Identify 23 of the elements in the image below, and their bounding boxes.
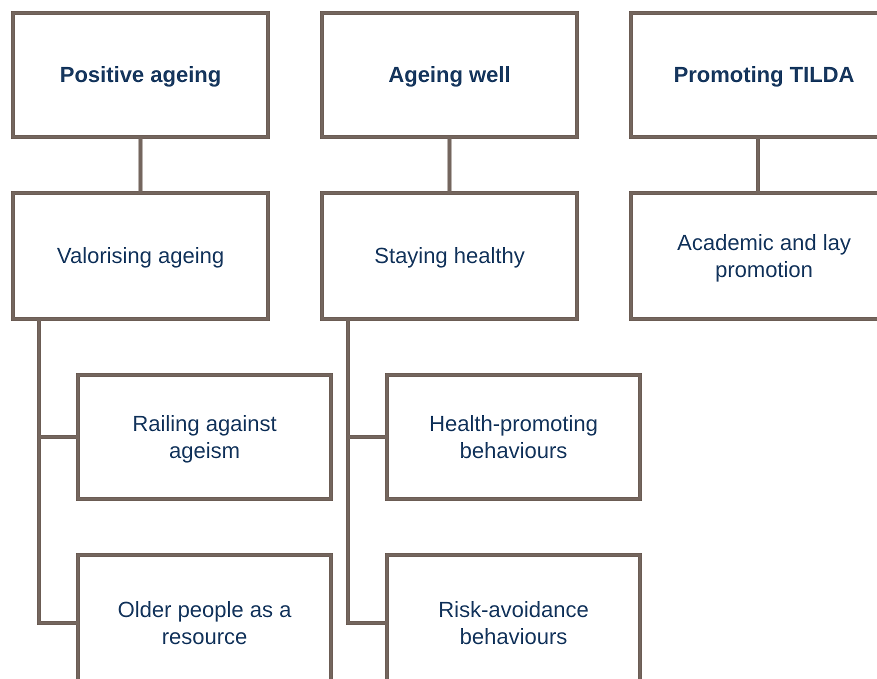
box-label: Promoting TILDA: [674, 61, 854, 89]
box-label: Risk-avoidance behaviours: [437, 596, 590, 650]
box-label: Health-promoting behaviours: [428, 410, 599, 464]
theme-box: [76, 553, 333, 679]
theme-box: [629, 191, 877, 321]
connector-line: [756, 139, 760, 191]
category-box: [320, 11, 579, 139]
box-label: Positive ageing: [60, 61, 222, 89]
box-label: Older people as a resource: [116, 596, 292, 650]
theme-box: [385, 553, 642, 679]
box-label: Academic and lay promotion: [676, 228, 852, 284]
theme-box: [11, 191, 270, 321]
box-label: Staying healthy: [374, 242, 525, 270]
theme-box: [76, 373, 333, 501]
connector-line: [138, 139, 142, 191]
connector-line: [448, 139, 452, 191]
theme-box: [385, 373, 642, 501]
category-box: [629, 11, 877, 139]
category-box: [11, 11, 270, 139]
theme-box: [320, 191, 579, 321]
box-label: Ageing well: [388, 61, 511, 89]
box-label: Railing against ageism: [131, 410, 278, 464]
box-label: Valorising ageing: [56, 242, 224, 270]
